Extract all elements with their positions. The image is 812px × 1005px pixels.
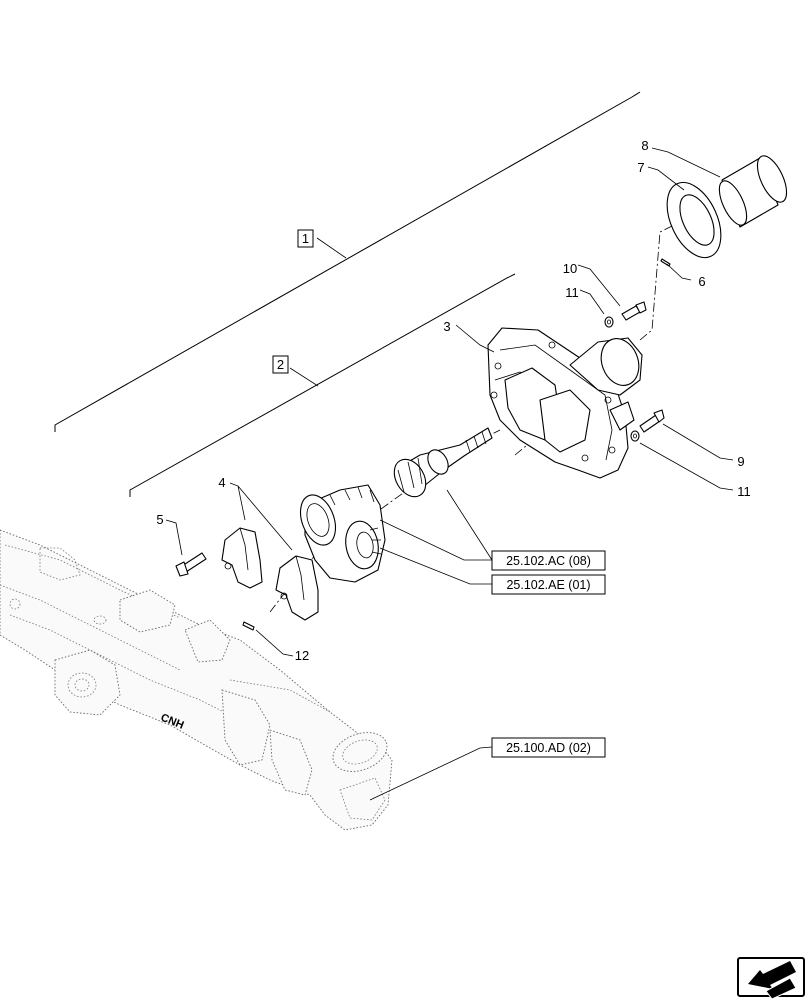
callout-5[interactable]: 5 [156, 512, 163, 527]
callout-10[interactable]: 10 [563, 261, 577, 276]
group-1-bracket [54, 91, 641, 432]
washer-part-11-right [630, 430, 640, 442]
callout-2[interactable]: 2 [272, 355, 289, 374]
bolt-part-5 [175, 552, 207, 577]
reference-25-102-ac[interactable]: 25.102.AC (08) [491, 550, 606, 571]
pinion-shaft [393, 427, 493, 498]
callout-7[interactable]: 7 [637, 160, 644, 175]
callout-9[interactable]: 9 [737, 454, 744, 469]
bearing-cap-part-4-lower [275, 555, 319, 621]
callout-4[interactable]: 4 [218, 475, 225, 490]
axle-housing [0, 529, 393, 831]
bearing-cap-part-4-upper [221, 527, 263, 589]
callout-12[interactable]: 12 [295, 648, 309, 663]
callout-11-right[interactable]: 11 [737, 484, 751, 499]
bolt-part-10 [621, 301, 647, 321]
group-2-bracket [129, 273, 516, 497]
callout-2-text: 2 [277, 357, 284, 372]
reference-25-100-ad-text: 25.100.AD (02) [506, 741, 591, 755]
callout-11-top[interactable]: 11 [565, 285, 579, 300]
washer-part-11-top [604, 316, 614, 328]
shim-part-7 [666, 181, 722, 259]
callout-1-text: 1 [302, 231, 309, 246]
callout-8[interactable]: 8 [641, 138, 648, 153]
reference-25-102-ae-text: 25.102.AE (01) [506, 578, 590, 592]
callout-3[interactable]: 3 [443, 319, 450, 334]
differential-assembly [299, 484, 386, 583]
reference-25-100-ad[interactable]: 25.100.AD (02) [491, 737, 606, 758]
carrier-housing-part-3 [487, 327, 643, 479]
bushing-part-8 [718, 155, 788, 228]
next-page-arrow-icon[interactable] [737, 957, 805, 1000]
reference-25-102-ac-text: 25.102.AC (08) [506, 554, 591, 568]
callout-6[interactable]: 6 [698, 274, 705, 289]
bolt-part-9 [639, 409, 665, 433]
leader-lines [165, 147, 734, 801]
reference-25-102-ae[interactable]: 25.102.AE (01) [491, 574, 606, 595]
dowel-pin-part-6 [660, 258, 671, 267]
pin-part-12 [242, 621, 255, 631]
callout-1[interactable]: 1 [297, 229, 314, 248]
